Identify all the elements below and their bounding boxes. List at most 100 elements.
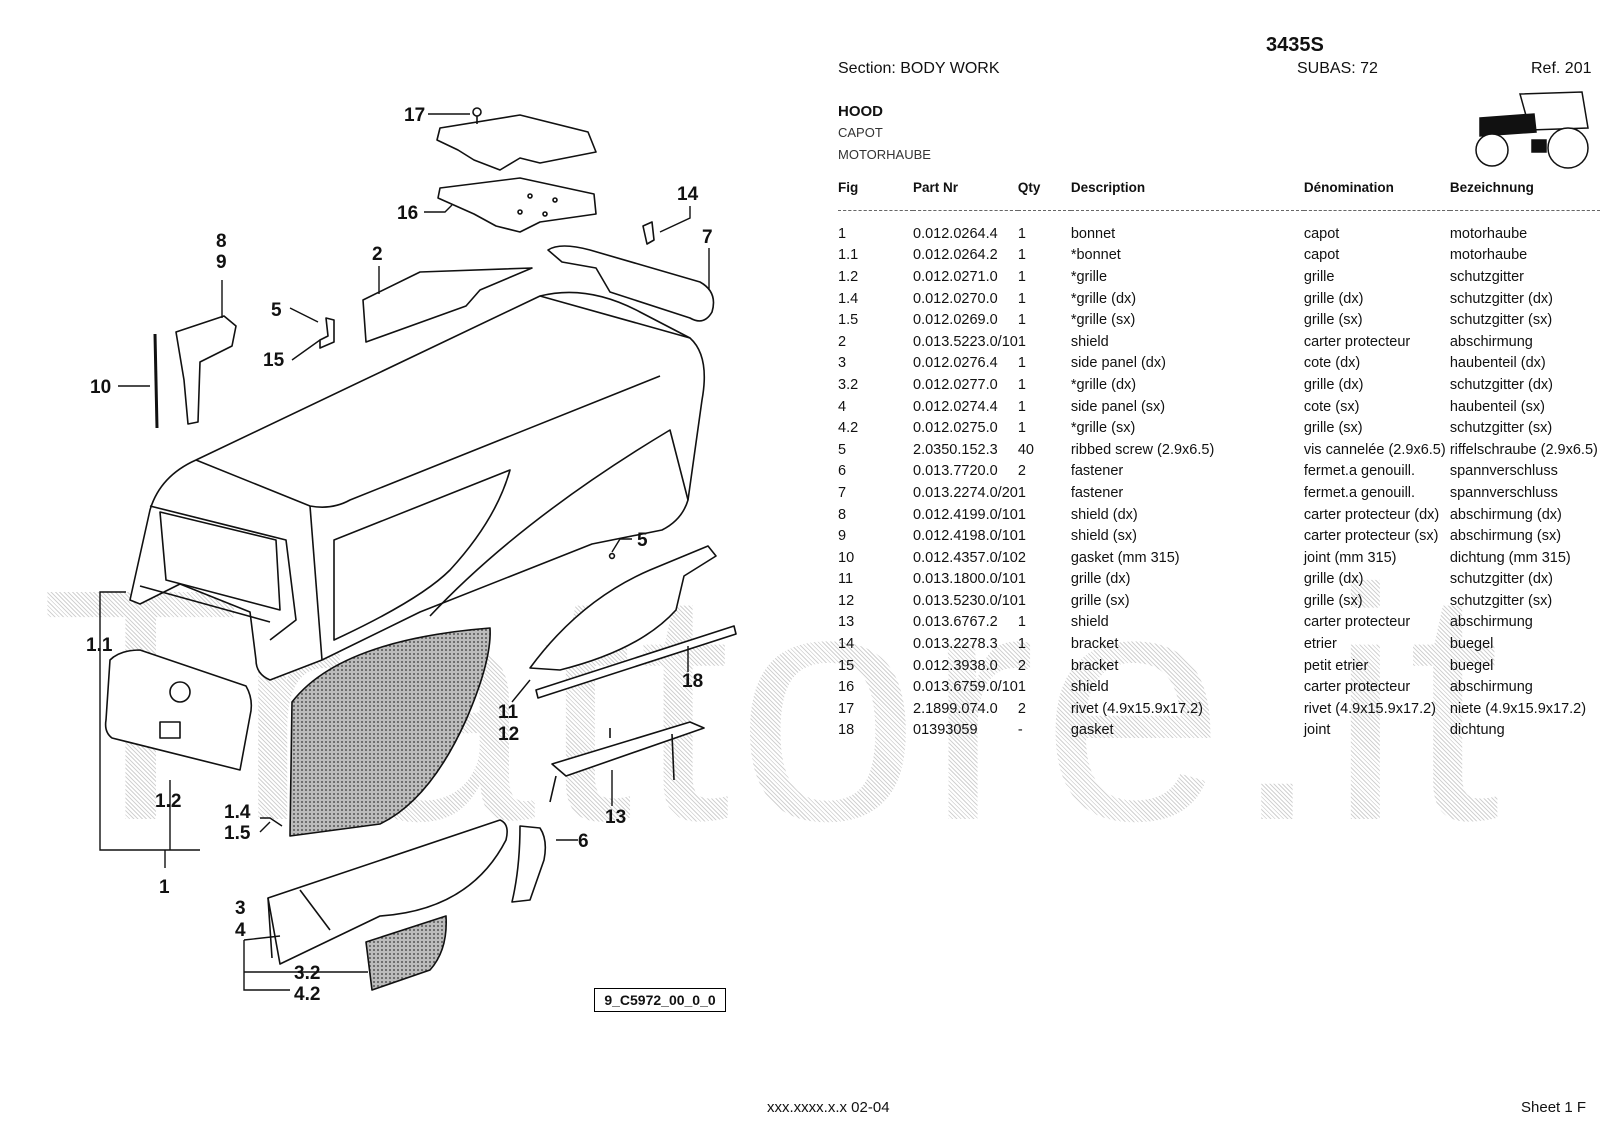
cell-part-nr: 0.012.0264.2	[913, 247, 998, 264]
callout-10: 10	[90, 377, 111, 398]
cell-description: shield (sx)	[1070, 528, 1137, 545]
cell-qty: 1	[1017, 312, 1026, 329]
shield-8-9	[175, 315, 237, 425]
cell-fig: 2	[838, 333, 847, 350]
cell-bezeichnung: buegel	[1449, 657, 1494, 674]
cell-qty: 2	[1017, 549, 1026, 566]
cell-bezeichnung: abschirmung (sx)	[1449, 528, 1562, 545]
cell-bezeichnung: motorhaube	[1449, 247, 1528, 264]
cell-denomination: grille	[1303, 268, 1335, 285]
cell-denomination: carter protecteur	[1303, 333, 1411, 350]
subas-label: SUBAS: 72	[1297, 60, 1378, 77]
cell-part-nr: 0.012.0277.0	[913, 376, 998, 393]
cell-qty: 40	[1017, 441, 1034, 458]
shield-13	[549, 721, 705, 803]
col-fig: Fig	[838, 180, 913, 211]
cell-fig: 4.2	[838, 420, 859, 437]
footer-code: xxx.xxxx.x.x 02-04	[767, 1099, 890, 1116]
cell-description: grille (sx)	[1070, 592, 1130, 609]
cell-description: gasket (mm 315)	[1070, 549, 1180, 566]
cell-part-nr: 0.013.1800.0/10	[913, 571, 1018, 588]
cell-part-nr: 0.013.7720.0	[913, 463, 998, 480]
cell-fig: 12	[838, 592, 855, 609]
cell-denomination: grille (sx)	[1303, 592, 1363, 609]
cell-part-nr: 0.012.0274.4	[913, 398, 998, 415]
cell-part-nr: 0.013.2274.0/20	[913, 484, 1018, 501]
cell-fig: 16	[838, 679, 855, 696]
grille-3-2-4-2	[365, 915, 447, 991]
cell-qty: 1	[1017, 355, 1026, 372]
cell-denomination: fermet.a genouill.	[1303, 463, 1416, 480]
cell-description: shield	[1070, 333, 1109, 350]
parts-table: Fig Part Nr Qty Description Dénomination…	[838, 180, 1600, 741]
group-title-french: CAPOT	[838, 125, 883, 140]
callout-6: 6	[578, 831, 589, 852]
cell-description: ribbed screw (2.9x6.5)	[1070, 441, 1215, 458]
cell-fig: 1	[838, 225, 847, 242]
cell-fig: 14	[838, 636, 855, 653]
grille-11-12	[529, 545, 717, 671]
col-qty: Qty	[1017, 180, 1071, 211]
callout-3: 3	[235, 898, 246, 919]
callout-5: 5	[271, 300, 282, 321]
cell-bezeichnung: schutzgitter	[1449, 268, 1524, 285]
callout-1-1: 1.1	[86, 635, 113, 656]
cell-fig: 8	[838, 506, 847, 523]
cell-description: bracket	[1070, 636, 1119, 653]
cell-qty: 2	[1017, 657, 1026, 674]
cell-qty: 1	[1017, 484, 1026, 501]
cell-part-nr: 0.012.4357.0/10	[913, 549, 1018, 566]
cell-denomination: vis cannelée (2.9x6.5)	[1303, 441, 1446, 458]
cell-part-nr: 0.012.4199.0/10	[913, 506, 1018, 523]
cell-description: *bonnet	[1070, 247, 1121, 264]
cell-bezeichnung: schutzgitter (sx)	[1449, 420, 1553, 437]
cell-part-nr: 0.013.6759.0/10	[913, 679, 1018, 696]
callout-3-2: 3.2	[294, 963, 320, 984]
grille-1-4-1-5	[289, 627, 491, 837]
cell-fig: 4	[838, 398, 847, 415]
cell-qty: 1	[1017, 290, 1026, 307]
col-part-nr: Part Nr	[913, 180, 1018, 211]
group-title-english: HOOD	[838, 103, 883, 120]
cell-denomination: carter protecteur	[1303, 679, 1411, 696]
cell-description: fastener	[1070, 484, 1124, 501]
cell-denomination: capot	[1303, 247, 1340, 264]
cell-bezeichnung: abschirmung (dx)	[1449, 506, 1562, 523]
cell-bezeichnung: niete (4.9x15.9x17.2)	[1449, 700, 1587, 717]
reference-label: Ref. 201	[1531, 60, 1592, 77]
callout-5b: 5	[637, 530, 648, 551]
cell-fig: 7	[838, 484, 847, 501]
cell-qty: 1	[1017, 679, 1026, 696]
callout-7: 7	[702, 227, 713, 248]
cell-denomination: cote (sx)	[1303, 398, 1360, 415]
cell-fig: 18	[838, 722, 855, 739]
cell-qty: 1	[1017, 420, 1026, 437]
cell-qty: 1	[1017, 636, 1026, 653]
cell-fig: 17	[838, 700, 855, 717]
cell-fig: 13	[838, 614, 855, 631]
cell-denomination: grille (dx)	[1303, 571, 1364, 588]
shield-plate-16	[437, 177, 597, 233]
cell-description: shield (dx)	[1070, 506, 1138, 523]
model-number: 3435S	[1266, 34, 1324, 56]
cell-part-nr: 0.012.0276.4	[913, 355, 998, 372]
gasket-10	[153, 333, 159, 429]
cell-qty: 1	[1017, 376, 1026, 393]
cell-denomination: petit etrier	[1303, 657, 1369, 674]
cell-qty: 1	[1017, 592, 1026, 609]
cell-part-nr: 0.013.2278.3	[913, 636, 998, 653]
shield-plate-17	[436, 107, 597, 171]
callout-16: 16	[397, 203, 418, 224]
cell-fig: 9	[838, 528, 847, 545]
cell-qty: 2	[1017, 463, 1026, 480]
col-denomination: Dénomination	[1303, 180, 1450, 211]
cell-bezeichnung: abschirmung	[1449, 614, 1533, 631]
grille-1-2	[104, 649, 253, 771]
